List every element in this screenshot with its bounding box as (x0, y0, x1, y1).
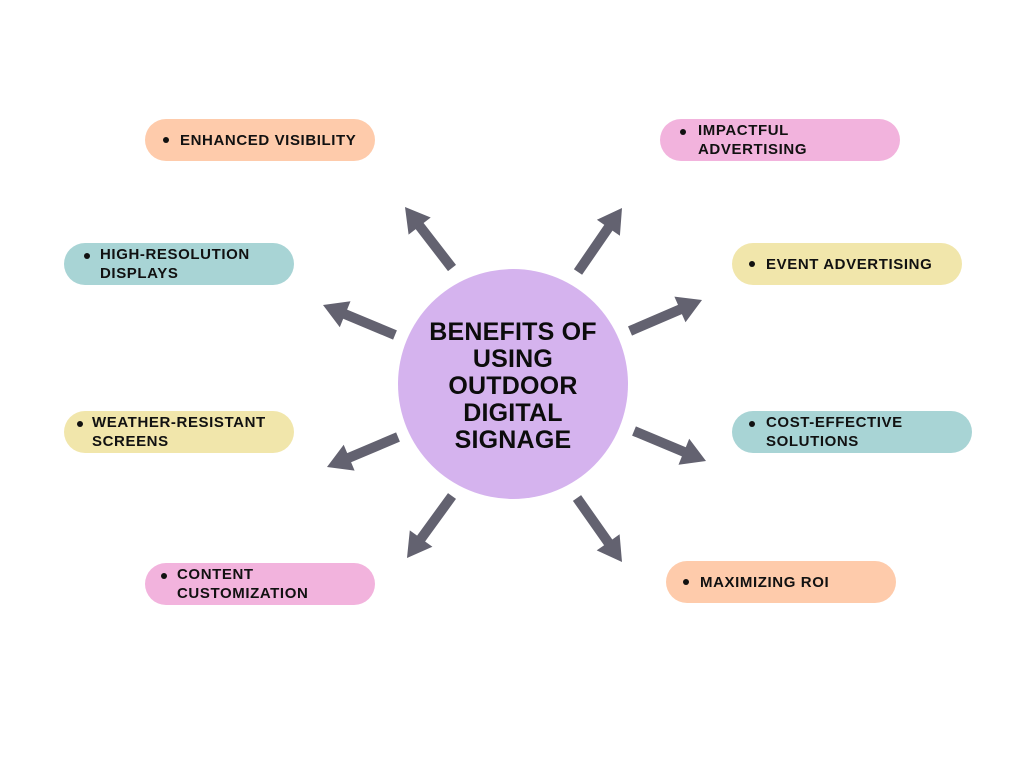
central-topic-circle: BENEFITS OF USING OUTDOOR DIGITAL SIGNAG… (398, 269, 628, 499)
arrow-to-cost-effective-solutions (632, 426, 706, 465)
benefit-maximizing-roi: MAXIMIZING ROI (666, 561, 896, 603)
benefit-high-resolution-displays: HIGH-RESOLUTION DISPLAYS (64, 243, 294, 285)
bullet-icon (161, 573, 167, 579)
benefit-impactful-advertising: IMPACTFUL ADVERTISING (660, 119, 900, 161)
benefit-event-advertising: EVENT ADVERTISING (732, 243, 962, 285)
arrow-to-content-customization (407, 493, 456, 558)
benefit-weather-resistant-screens: WEATHER-RESISTANT SCREENS (64, 411, 294, 453)
arrow-to-enhanced-visibility (405, 207, 456, 272)
bullet-icon (84, 253, 90, 259)
benefit-label: ENHANCED VISIBILITY (180, 131, 357, 149)
arrow-to-impactful-advertising (573, 208, 622, 275)
benefit-label: HIGH-RESOLUTION DISPLAYS (100, 246, 250, 282)
bullet-icon (680, 129, 686, 135)
bullet-icon (683, 579, 689, 585)
bullet-icon (77, 421, 83, 427)
benefit-label: EVENT ADVERTISING (766, 255, 933, 273)
benefit-label: CONTENT CUSTOMIZATION (177, 566, 309, 602)
benefit-label: IMPACTFUL ADVERTISING (698, 122, 808, 158)
arrow-to-high-resolution-displays (323, 301, 397, 340)
benefit-content-customization: CONTENT CUSTOMIZATION (145, 563, 375, 605)
arrow-to-weather-resistant-screens (327, 432, 400, 471)
central-topic-title: BENEFITS OF USING OUTDOOR DIGITAL SIGNAG… (429, 317, 597, 454)
bullet-icon (163, 137, 169, 143)
arrow-to-event-advertising (628, 296, 702, 336)
benefit-enhanced-visibility: ENHANCED VISIBILITY (145, 119, 375, 161)
bullet-icon (749, 261, 755, 267)
benefit-cost-effective-solutions: COST-EFFECTIVE SOLUTIONS (732, 411, 972, 453)
benefit-label: WEATHER-RESISTANT SCREENS (92, 414, 266, 450)
bullet-icon (749, 421, 755, 427)
benefit-label: MAXIMIZING ROI (700, 573, 830, 591)
arrow-to-maximizing-roi (572, 495, 622, 562)
benefit-label: COST-EFFECTIVE SOLUTIONS (766, 414, 903, 450)
